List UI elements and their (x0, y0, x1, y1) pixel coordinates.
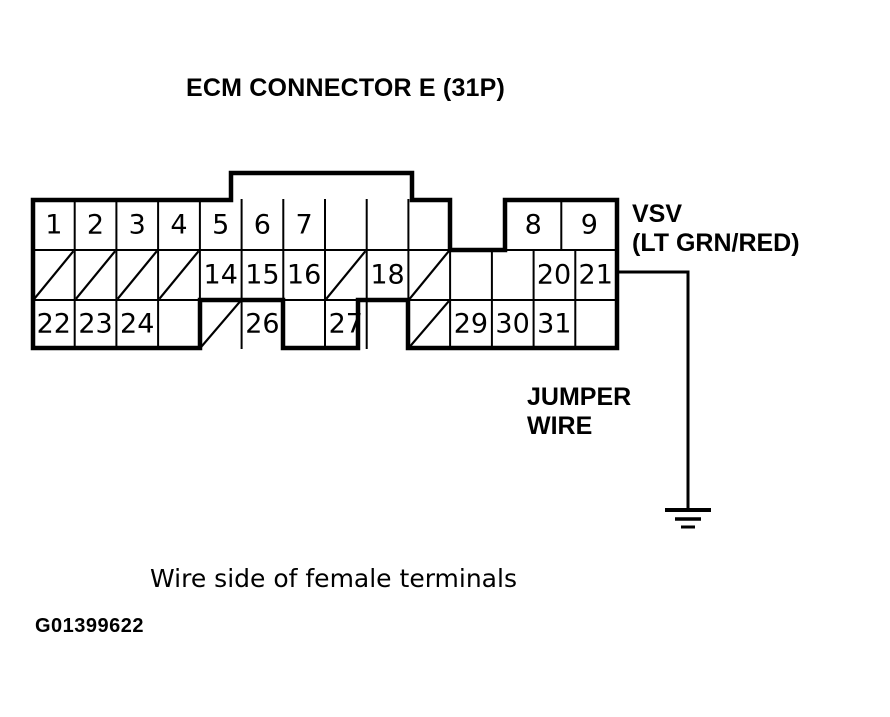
blank-cell-diagonals (33, 250, 450, 348)
pin-number-labels: 1 2 3 4 5 6 7 8 9 14 15 16 18 20 21 22 2… (37, 210, 613, 340)
pin-label-24: 24 (120, 309, 154, 340)
pin-label-29: 29 (454, 309, 488, 340)
jumper-label-line2: WIRE (527, 412, 593, 440)
pin-label-7: 7 (296, 210, 313, 241)
pin-label-31: 31 (537, 309, 571, 340)
cell-dividers (32, 199, 618, 349)
page-title: ECM CONNECTOR E (31P) (186, 74, 506, 102)
vsv-label-line1: VSV (632, 200, 683, 228)
figure-id-code: G01399622 (35, 615, 145, 637)
pin-label-1: 1 (45, 210, 62, 241)
vsv-wire-label: VSV (LT GRN/RED) (632, 200, 800, 258)
jumper-label-line1: JUMPER (527, 383, 632, 411)
pin-label-30: 30 (495, 309, 529, 340)
pin-label-8: 8 (525, 210, 542, 241)
pin-label-16: 16 (287, 260, 321, 291)
pin-label-23: 23 (78, 309, 112, 340)
view-orientation-caption: Wire side of female terminals (150, 564, 517, 593)
pin-label-6: 6 (254, 210, 271, 241)
pin-label-26: 26 (245, 309, 279, 340)
pin-label-27: 27 (329, 309, 363, 340)
pin-label-9: 9 (581, 210, 598, 241)
pin-label-14: 14 (204, 260, 238, 291)
pin-label-2: 2 (87, 210, 104, 241)
vsv-wire-color-label: (LT GRN/RED) (632, 229, 800, 257)
jumper-wire-path (615, 270, 690, 512)
pin-label-21: 21 (579, 260, 613, 291)
pin-label-4: 4 (170, 210, 187, 241)
pin-label-20: 20 (537, 260, 571, 291)
jumper-wire-label: JUMPER WIRE (527, 383, 631, 441)
pin-label-22: 22 (37, 309, 71, 340)
ground-symbol (665, 508, 711, 529)
pin-label-18: 18 (370, 260, 404, 291)
pin-label-15: 15 (245, 260, 279, 291)
pin-label-5: 5 (212, 210, 229, 241)
pin-label-3: 3 (129, 210, 146, 241)
